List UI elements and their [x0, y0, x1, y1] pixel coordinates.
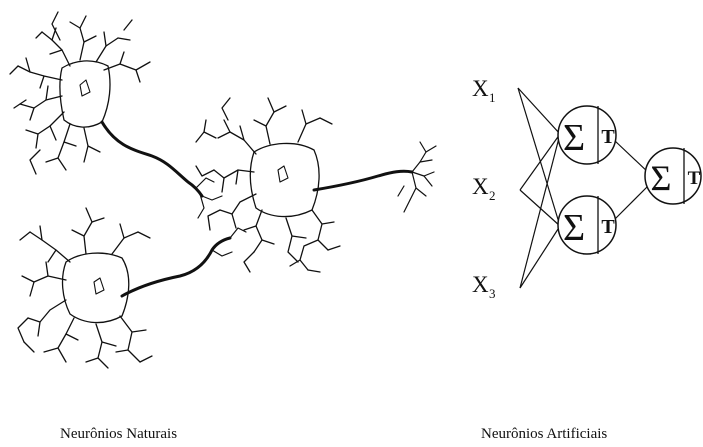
axon-center: [314, 171, 412, 190]
hidden-neuron-1: Σ T: [558, 106, 616, 164]
input-x2-sub: 2: [489, 188, 496, 203]
input-x2: X 2: [472, 174, 496, 203]
natural-neuron-top-left: [10, 12, 150, 174]
hidden-neuron-1-activation: T: [601, 126, 615, 148]
natural-neurons-illustration: [10, 12, 436, 368]
axon-bottom-left: [122, 238, 230, 296]
input-x3-var: X: [472, 272, 489, 297]
natural-neuron-bottom-left: [18, 208, 152, 368]
input-x1: X 1: [472, 76, 496, 105]
axon-top-left: [102, 122, 202, 196]
input-x1-var: X: [472, 76, 489, 101]
output-neuron-sum-icon: Σ: [651, 158, 672, 198]
input-x1-sub: 1: [489, 90, 496, 105]
hidden-neuron-2-activation: T: [601, 216, 615, 238]
hidden-neuron-2-sum-icon: Σ: [563, 207, 585, 249]
output-neuron: Σ T: [645, 148, 701, 204]
caption-artificial-neurons: Neurônios Artificiais: [481, 426, 607, 443]
input-x3-sub: 3: [489, 286, 496, 301]
hidden-neuron-1-sum-icon: Σ: [563, 117, 585, 159]
artificial-network: X 1 X 2 X 3 Σ T Σ T Σ T: [472, 76, 701, 301]
input-x3: X 3: [472, 272, 496, 301]
hidden-neuron-2: Σ T: [558, 196, 616, 254]
input-x2-var: X: [472, 174, 489, 199]
caption-natural-neurons: Neurônios Naturais: [60, 426, 177, 443]
output-neuron-activation: T: [688, 168, 701, 189]
natural-neuron-center: [196, 98, 340, 272]
